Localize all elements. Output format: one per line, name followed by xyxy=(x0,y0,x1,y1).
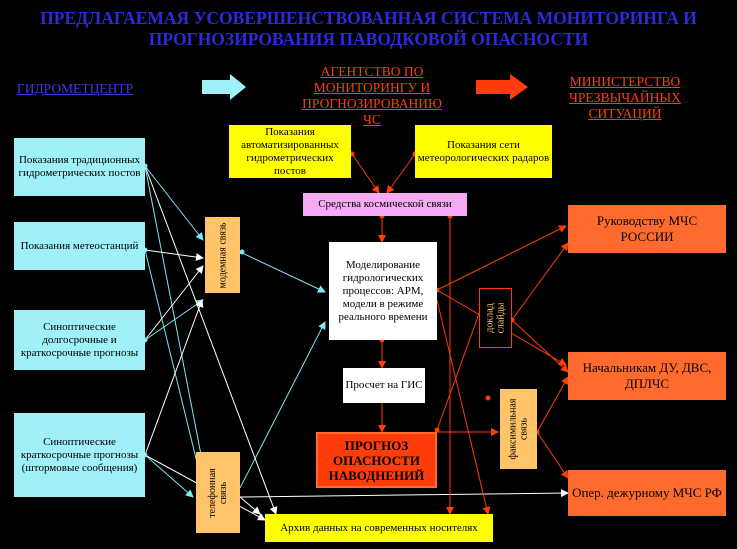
recipient-chiefs-label: Начальникам ДУ, ДВС, ДПЛЧС xyxy=(582,360,712,391)
recipient-leadership: Руководству МЧС РОССИИ xyxy=(568,205,726,253)
source-synoptic-long: Синоптические долгосрочные и краткосрочн… xyxy=(14,310,145,370)
header-agency: АГЕНТСТВО ПО МОНИТОРИНГУ И ПРОГНОЗИРОВАН… xyxy=(302,64,442,127)
channel-fax-label: факсимильная связь xyxy=(507,398,530,460)
source-synoptic-long-label: Синоптические долгосрочные и краткосрочн… xyxy=(20,320,139,359)
source-weather-label: Показания метеостанций xyxy=(20,239,139,252)
title-line-1: ПРЕДЛАГАЕМАЯ УСОВЕРШЕНСТВОВАННАЯ СИСТЕМА… xyxy=(40,8,697,28)
header-hydromet: ГИДРОМЕТЦЕНТР xyxy=(16,81,134,96)
agency-auto-label: Показания автоматизированных гидрометрич… xyxy=(241,125,339,177)
header-ministry: МИНИСТЕРСТВО ЧРЕЗВЫЧАЙНЫХ СИТУАЦИЙ xyxy=(569,74,681,121)
space-communication: Средства космической связи xyxy=(303,193,467,216)
source-traditional-label: Показания традиционных гидрометрических … xyxy=(18,154,141,179)
agency-radar-network: Показания сети метеорологических радаров xyxy=(415,125,552,178)
source-traditional-posts: Показания традиционных гидрометрических … xyxy=(14,138,145,196)
gis-calculation-label: Просчет на ГИС xyxy=(345,379,423,391)
source-weather-stations: Показания метеостанций xyxy=(14,222,145,270)
recipient-duty-officer: Опер. дежурному МЧС РФ xyxy=(568,470,726,516)
channel-fax: факсимильная связь xyxy=(500,389,537,469)
data-archive: Архив данных на современных носителях xyxy=(265,514,493,542)
recipient-chiefs: Начальникам ДУ, ДВС, ДПЛЧС xyxy=(568,352,726,400)
flood-forecast-label: ПРОГНОЗ ОПАСНОСТИ НАВОДНЕНИЙ xyxy=(328,437,425,483)
agency-radar-label: Показания сети метеорологических радаров xyxy=(417,138,550,164)
flood-forecast: ПРОГНОЗ ОПАСНОСТИ НАВОДНЕНИЙ xyxy=(316,432,437,488)
hydrological-modeling-label: Моделирование гидрологических процессов:… xyxy=(338,258,428,323)
channel-phone-label: телефонная связь xyxy=(207,467,229,518)
recipient-leadership-label: Руководству МЧС РОССИИ xyxy=(596,213,698,244)
channel-report: доклад слайды xyxy=(479,288,512,348)
header-arrow-red xyxy=(476,74,528,100)
space-communication-label: Средства космической связи xyxy=(318,198,452,210)
recipient-duty-label: Опер. дежурному МЧС РФ xyxy=(572,485,722,500)
hydrological-modeling: Моделирование гидрологических процессов:… xyxy=(329,242,437,340)
title-line-2: ПРОГНОЗИРОВАНИЯ ПАВОДКОВОЙ ОПАСНОСТИ xyxy=(148,29,589,49)
channel-modem: модемная связь xyxy=(205,217,240,293)
source-synoptic-short: Синоптические краткосрочные прогнозы (шт… xyxy=(14,413,145,497)
channel-phone: телефонная связь xyxy=(196,452,240,533)
channel-modem-label: модемная связь xyxy=(217,222,228,288)
gis-calculation: Просчет на ГИС xyxy=(343,368,425,403)
channel-report-label: доклад слайды xyxy=(484,302,507,334)
page-title: ПРЕДЛАГАЕМАЯ УСОВЕРШЕНСТВОВАННАЯ СИСТЕМА… xyxy=(0,8,737,50)
header-arrow-cyan xyxy=(202,74,246,100)
agency-auto-posts: Показания автоматизированных гидрометрич… xyxy=(229,125,351,178)
source-synoptic-short-label: Синоптические краткосрочные прогнозы (шт… xyxy=(20,435,139,474)
data-archive-label: Архив данных на современных носителях xyxy=(280,521,478,534)
